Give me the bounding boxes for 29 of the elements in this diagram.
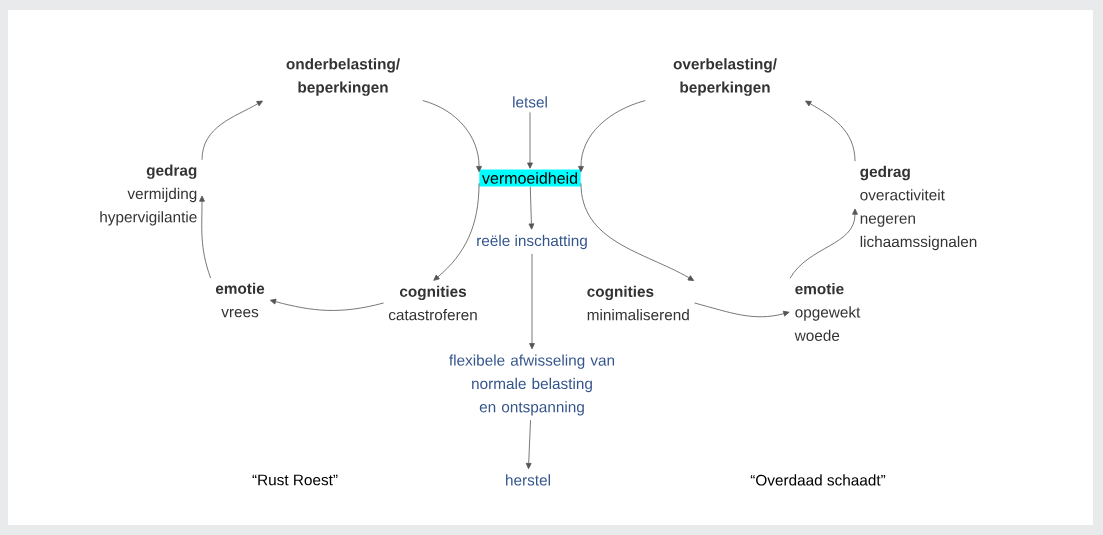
arrow (527, 111, 533, 169)
quote-label: “Rust Roest” (252, 474, 338, 486)
flow-label: flexibele afwisseling van normale belasting en ontspanning (449, 354, 615, 416)
cycle-label: gedrag vermijding hypervigilantie (100, 164, 197, 226)
arrow (199, 195, 211, 279)
cycle-label: gedrag overactiviteit negeren lichaamssignalen (860, 165, 977, 251)
flow-label: herstel (506, 474, 550, 486)
highlighted-label: vermoeidheid (479, 169, 581, 187)
cycle-label: onderbelasting/ beperkingen (286, 58, 400, 96)
arrow (694, 302, 790, 318)
arrow (201, 100, 263, 161)
flow-label: letsel (513, 96, 547, 108)
arrow (578, 100, 646, 173)
quote-label: “Overdaad schaadt” (750, 474, 886, 486)
cycle-label: emotie vrees (215, 282, 265, 318)
arrow (529, 253, 535, 350)
arrow (528, 186, 535, 230)
arrow (525, 419, 532, 470)
cycle-label: cognities minimaliserend (587, 285, 689, 321)
arrow (580, 182, 695, 281)
arrow (789, 208, 858, 279)
cycle-label: emotie opgewekt woede (794, 283, 861, 341)
arrow (269, 298, 384, 311)
arrow (805, 100, 856, 162)
cycle-label: cognities catastroferen (388, 285, 477, 321)
cycle-label: overbelasting/ beperkingen (673, 58, 777, 96)
arrow (422, 100, 482, 173)
flow-label: reële inschatting (477, 234, 587, 250)
arrow (433, 182, 480, 281)
